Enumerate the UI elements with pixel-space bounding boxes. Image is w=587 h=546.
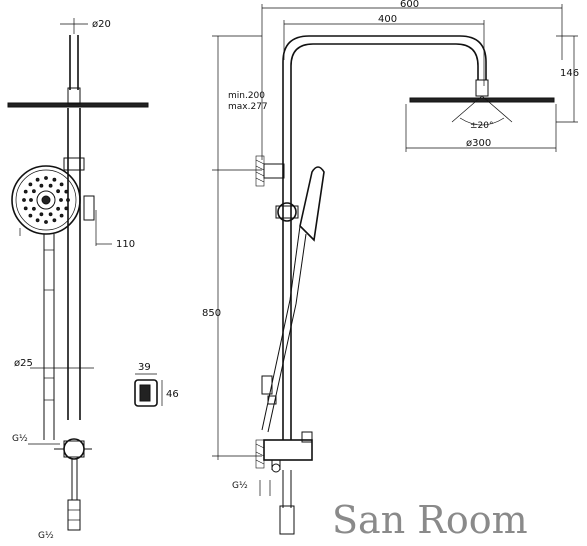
min-height-label: min.200 [228, 91, 265, 101]
head-drop-label: 146 [560, 68, 579, 79]
thread-bottom-label: G½ [38, 531, 54, 541]
inlet-fitting [67, 499, 81, 531]
diverter-valve-front [54, 438, 92, 460]
overall-width-label: 600 [400, 0, 419, 10]
hand-shower-face [11, 165, 81, 235]
nozzle-dot [35, 177, 40, 182]
nozzle-dot [39, 183, 44, 188]
nozzle-dot [59, 213, 64, 218]
nozzle-dot [64, 206, 69, 211]
shower-arm [282, 35, 487, 160]
wall-bracket-detail: 39 46 [134, 362, 179, 407]
nozzle-dot [52, 218, 57, 223]
side-view: 600 400 ø300 ±20° 146 min.200 max.277 [202, 0, 579, 535]
nozzle-dot [29, 198, 33, 202]
thread-valve-label: G½ [12, 434, 28, 444]
rain-head-side [409, 97, 555, 103]
nozzle-dot [23, 189, 28, 194]
holder-box [83, 195, 95, 221]
nozzle-dot [22, 198, 26, 202]
nozzle-dot [44, 176, 48, 180]
max-height-label: max.277 [228, 102, 268, 112]
bracket-h-label: 46 [166, 389, 179, 400]
nozzle-dot [44, 220, 48, 224]
head-dia-label: ø300 [466, 138, 491, 149]
arm-length-label: 400 [378, 14, 397, 25]
slider-bracket [63, 157, 85, 171]
column-height-label: 850 [202, 308, 221, 319]
nozzle-dot [48, 212, 53, 217]
inlet-fitting-side [279, 505, 295, 535]
head-connector [67, 87, 81, 105]
hand-shower-side [299, 166, 325, 242]
nozzle-dot [59, 198, 63, 202]
nozzle-dot [48, 183, 53, 188]
nozzle-dot [32, 206, 36, 211]
wall-mount-top [255, 155, 285, 187]
watermark: San Room [332, 498, 528, 542]
nozzle-dot [28, 182, 33, 187]
nozzle-dot [66, 198, 70, 202]
pipe-dia-label: ø20 [92, 19, 111, 30]
nozzle-dot [56, 189, 60, 194]
arm-dia-label: ø25 [14, 358, 33, 369]
slide-holder [277, 202, 297, 222]
spray-angle-label: ±20° [470, 121, 494, 131]
diverter-valve-side [255, 431, 313, 473]
nozzle-dot [39, 212, 44, 217]
front-view: ø20 110 ø25 [7, 18, 149, 541]
nozzle-dot [32, 189, 36, 194]
offset-110-label: 110 [116, 239, 135, 250]
nozzle-dot [56, 206, 60, 211]
thread-side-label: G½ [232, 481, 248, 491]
head-swivel [475, 79, 489, 97]
nozzle-dot [23, 206, 28, 211]
nozzle-dot [64, 189, 69, 194]
nozzle-dot [35, 218, 40, 223]
bracket-w-label: 39 [138, 362, 151, 373]
bracket-body [134, 379, 158, 407]
nozzle-dot [52, 177, 57, 182]
nozzle-dot [59, 182, 64, 187]
nozzle-dot [28, 213, 33, 218]
